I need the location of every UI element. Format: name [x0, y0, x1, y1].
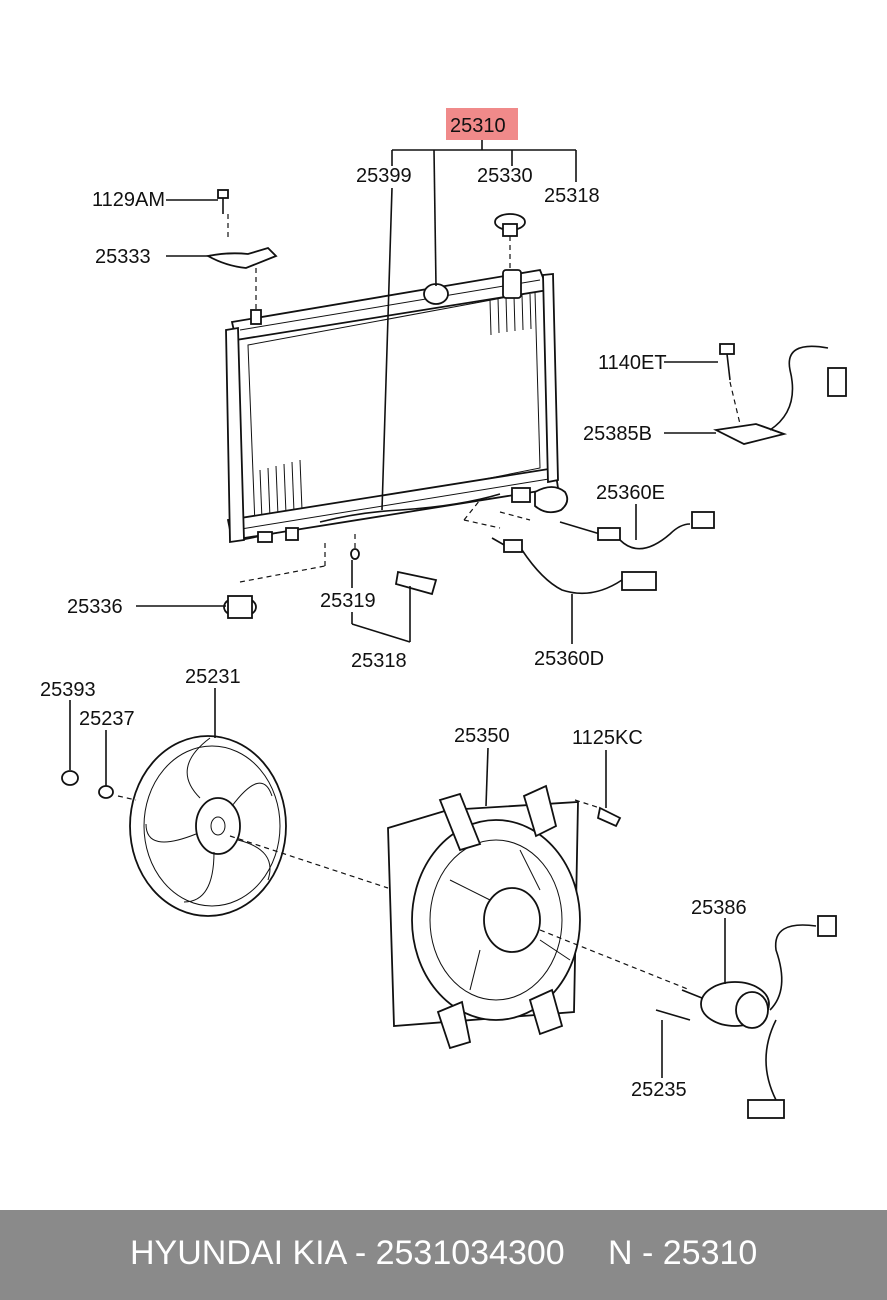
lower-mounts [223, 548, 438, 619]
highlight-box [446, 108, 518, 140]
fan-motor [655, 915, 837, 1119]
label-1129AM: 1129AM [92, 189, 165, 211]
label-25386: 25386 [691, 897, 747, 919]
label-25333: 25333 [95, 246, 151, 268]
bracket-25333 [205, 189, 278, 269]
radiator [225, 268, 569, 544]
label-25399: 25399 [356, 165, 412, 187]
label-25330: 25330 [477, 165, 533, 187]
sensor-25360D [491, 537, 657, 595]
label-25318-bottom: 25318 [351, 650, 407, 672]
label-25350: 25350 [454, 725, 510, 747]
radiator-cap [494, 213, 526, 237]
footer-bar: HYUNDAI KIA - 2531034300 N - 25310 [0, 1210, 887, 1300]
label-25235: 25235 [631, 1079, 687, 1101]
leader-lines [69, 140, 726, 1078]
label-25237: 25237 [79, 708, 135, 730]
label-25319: 25319 [320, 590, 376, 612]
sensor-25385B [713, 343, 847, 445]
label-1125KC: 1125KC [572, 727, 643, 749]
label-25310: 25310 [450, 115, 506, 137]
parts-diagram: 25310 25399 25330 25318 1129AM 25333 114… [40, 108, 847, 1119]
footer-reference: N - 25310 [608, 1234, 758, 1272]
cooling-fan [61, 735, 287, 917]
label-25360D: 25360D [534, 648, 604, 670]
label-25336: 25336 [67, 596, 123, 618]
label-25318-top: 25318 [544, 185, 600, 207]
label-25393: 25393 [40, 679, 96, 701]
label-1140ET: 1140ET [598, 352, 667, 374]
dashed-lines [117, 214, 741, 991]
label-25360E: 25360E [596, 482, 665, 504]
footer-brand-part-number: HYUNDAI KIA - 2531034300 [130, 1234, 565, 1272]
label-25231: 25231 [185, 666, 241, 688]
fan-shroud [387, 784, 622, 1050]
label-25385B: 25385B [583, 423, 652, 445]
sensor-25360E [559, 511, 715, 550]
